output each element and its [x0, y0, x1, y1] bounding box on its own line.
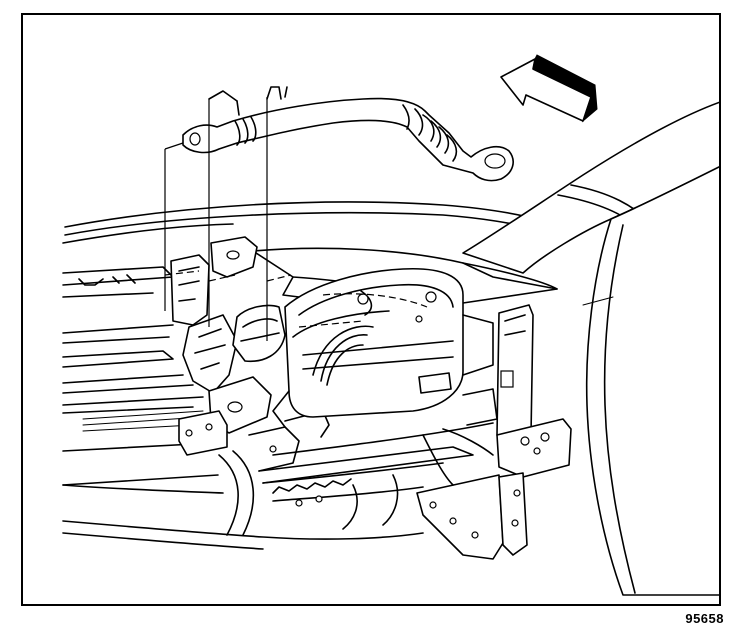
dash-left-panels [62, 266, 424, 550]
lower-rail [258, 446, 474, 530]
alignment-leader-lines [164, 97, 428, 341]
lower-trim-curve [272, 422, 494, 486]
a-pillar-trim [462, 101, 719, 596]
right-side-bracket [416, 304, 572, 560]
hvac-module [232, 267, 498, 428]
instrument-panel-assembly-illustration [62, 54, 719, 596]
forward-arrow-icon [500, 54, 598, 123]
figure-number: 95658 [685, 611, 724, 626]
heater-hose [182, 86, 514, 182]
illustration-frame [21, 13, 721, 606]
mounting-bracket-cluster [170, 236, 330, 536]
dash-top-edge [62, 201, 544, 244]
